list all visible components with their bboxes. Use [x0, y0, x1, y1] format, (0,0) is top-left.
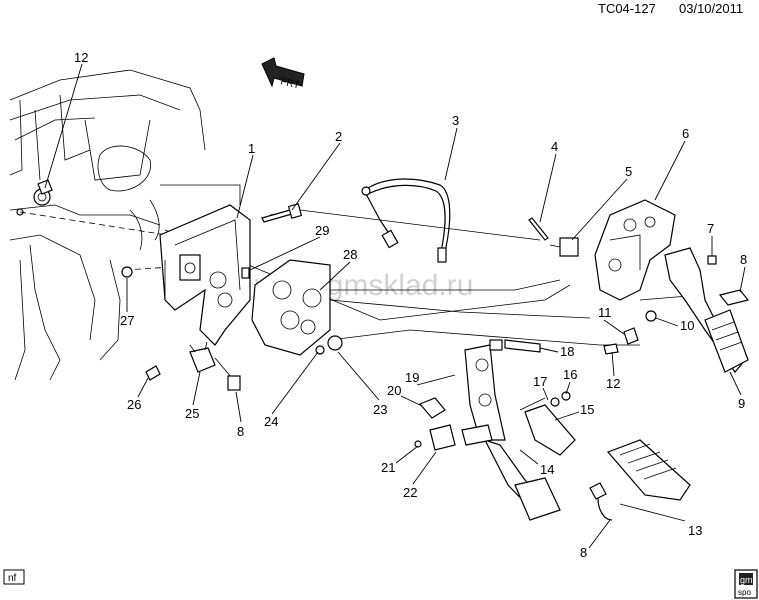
brake-pedal-arm: [464, 339, 576, 521]
front-arrow-label: FRT: [279, 76, 300, 91]
callout-15: 15: [580, 402, 594, 417]
logo-bottom-text: spo: [738, 588, 751, 597]
callout-leaders: [44, 63, 746, 549]
diagram-code: TC04-127: [598, 1, 656, 16]
pins-and-bushings: [121, 266, 571, 407]
corner-tag-left: nf: [3, 569, 25, 585]
logo-top-text: gm: [740, 575, 753, 585]
callout-8-right: 8: [740, 252, 747, 267]
callout-12-upper: 12: [74, 50, 88, 65]
callout-3: 3: [452, 113, 459, 128]
brake-cable: [361, 178, 451, 263]
pedal-bracket: [159, 204, 251, 346]
callout-10: 10: [680, 318, 694, 333]
firewall-structure: [9, 69, 206, 381]
callout-9: 9: [738, 396, 745, 411]
callout-4: 4: [551, 139, 558, 154]
callout-numbers: 12 1 2 3 4 5 6 7 8 29 28 27 11 10 18 12 …: [74, 50, 747, 560]
callout-21: 21: [381, 460, 395, 475]
brake-pedal-pad: [606, 439, 691, 501]
bolt-2: [261, 203, 303, 223]
callout-14: 14: [540, 462, 554, 477]
callout-28: 28: [343, 247, 357, 262]
callout-8-bottom: 8: [580, 545, 587, 560]
callout-19: 19: [405, 370, 419, 385]
callout-2: 2: [335, 129, 342, 144]
callout-8-left: 8: [237, 424, 244, 439]
corner-tag-left-label: nf: [8, 573, 17, 584]
callout-17: 17: [533, 374, 547, 389]
switch-25: [189, 341, 241, 391]
connector-8-lower: [589, 482, 613, 521]
callout-22: 22: [403, 485, 417, 500]
brake-switch-parts: [414, 397, 493, 451]
callout-20: 20: [387, 383, 401, 398]
callout-29: 29: [315, 223, 329, 238]
bolt-4: [528, 217, 549, 241]
callout-18: 18: [560, 344, 574, 359]
callout-5: 5: [625, 164, 632, 179]
callout-16: 16: [563, 367, 577, 382]
bracket-plate: [251, 259, 331, 356]
callout-27: 27: [120, 313, 134, 328]
small-parts-right: [603, 255, 750, 355]
callout-6: 6: [682, 126, 689, 141]
callout-13: 13: [688, 523, 702, 538]
callout-25: 25: [185, 406, 199, 421]
front-arrow-icon: FRT: [261, 57, 305, 92]
callout-11: 11: [598, 305, 612, 320]
accelerator-bracket: [594, 199, 676, 301]
callout-1: 1: [248, 141, 255, 156]
callout-12-lower: 12: [606, 376, 620, 391]
gm-spo-logo: gm spo: [734, 569, 758, 599]
diagram-date: 03/10/2011: [679, 1, 743, 16]
callout-23: 23: [373, 402, 387, 417]
callout-7: 7: [707, 221, 714, 236]
callout-26: 26: [127, 397, 141, 412]
sensor-5: [549, 237, 579, 257]
callout-24: 24: [264, 414, 278, 429]
accelerator-pedal: [664, 247, 749, 373]
